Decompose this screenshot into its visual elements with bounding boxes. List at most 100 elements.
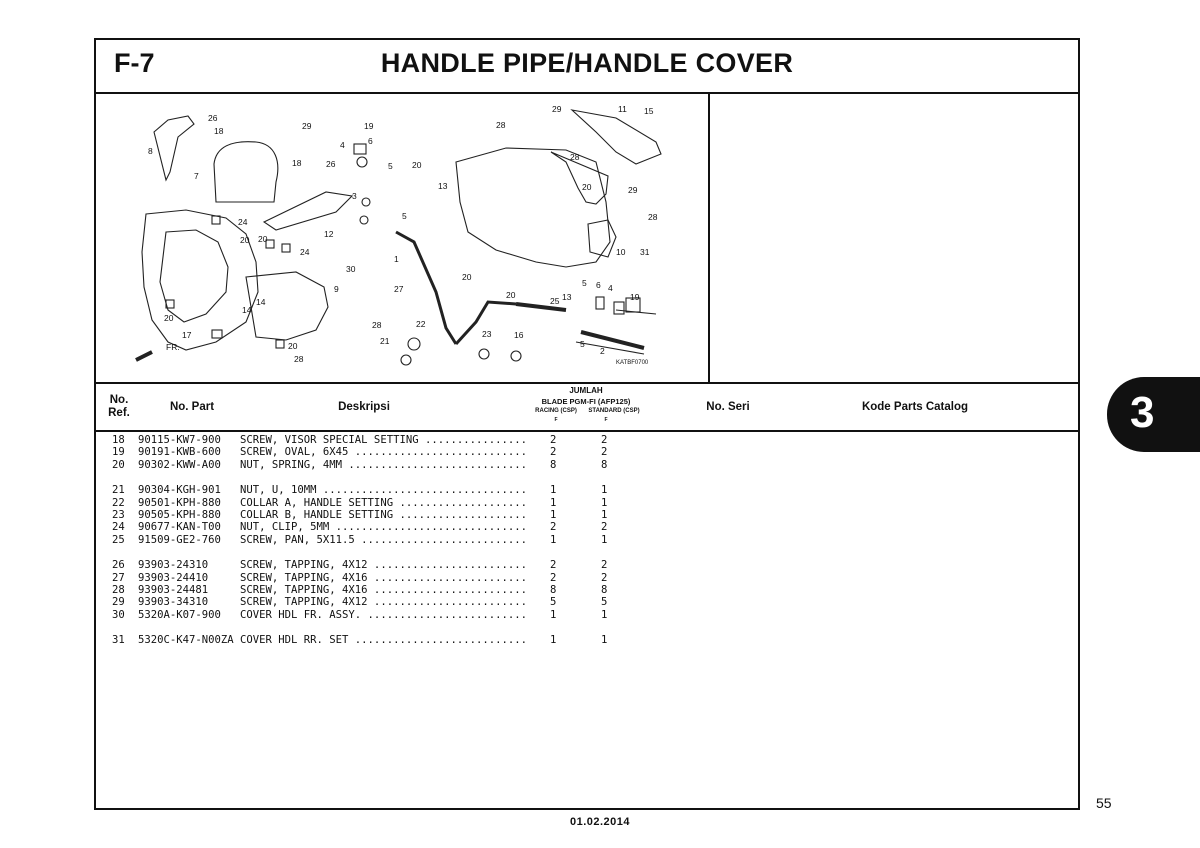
qty-racing: 1 — [550, 496, 557, 509]
part-description: SCREW, TAPPING, 4X12 ...................… — [240, 596, 528, 609]
part-description: NUT, CLIP, 5MM .........................… — [240, 521, 528, 534]
callout-label: 28 — [648, 212, 658, 222]
callout-label: 13 — [438, 181, 448, 191]
qty-racing: 1 — [550, 509, 557, 521]
part-description: COVER HDL FR. ASSY. ....................… — [240, 608, 528, 621]
callout-label: 31 — [640, 247, 650, 257]
callout-label: 20 — [258, 234, 268, 244]
callout-label: 28 — [294, 354, 304, 364]
part-ref: 25 — [112, 533, 125, 546]
qty-racing: 8 — [550, 584, 557, 596]
callout-label: 5 — [580, 339, 585, 349]
callout-label: 23 — [482, 329, 492, 339]
qty-standard: 8 — [601, 584, 608, 596]
callout-label: 27 — [394, 284, 404, 294]
diagram-code: KATBF0700 — [616, 360, 649, 366]
qty-racing: 5 — [550, 596, 557, 609]
callout-label: 29 — [302, 121, 312, 131]
part-description: SCREW, OVAL, 6X45 ......................… — [240, 446, 528, 459]
part-ref: 31 — [112, 634, 125, 647]
part-description: COVER HDL RR. SET ......................… — [240, 634, 528, 647]
qty-racing: 1 — [550, 533, 557, 546]
callout-label: 18 — [292, 158, 302, 168]
callout-label: 5 — [402, 211, 407, 221]
visor-screen-7 — [213, 141, 279, 203]
qty-standard: 1 — [601, 608, 608, 621]
qty-standard: 8 — [601, 458, 608, 471]
handle-pipe-1 — [395, 230, 458, 345]
callout-label: 5 — [388, 161, 393, 171]
callout-label: 20 — [240, 235, 250, 245]
qty-racing: 1 — [550, 634, 557, 647]
qty-racing: 1 — [550, 484, 557, 497]
header-f2: F — [604, 417, 608, 423]
visor-part-8 — [153, 115, 195, 182]
part-description: COLLAR A, HANDLE SETTING ...............… — [240, 496, 528, 509]
qty-standard: 1 — [601, 484, 608, 497]
part-ref: 19 — [112, 446, 125, 459]
callout-label: 29 — [628, 185, 638, 195]
part-description: SCREW, TAPPING, 4X16 ...................… — [240, 584, 528, 596]
callout-label: 20 — [164, 313, 174, 323]
part-ref: 30 — [112, 608, 125, 621]
header-no-part: No. Part — [169, 401, 215, 413]
publication-date: 01.02.2014 — [569, 816, 631, 828]
front-cover-inner — [159, 229, 229, 323]
part-number: 5320C-K47-N00ZA — [138, 634, 234, 647]
qty-standard: 1 — [601, 634, 608, 647]
header-standard: STANDARD (CSP) — [588, 408, 640, 414]
part-ref: 24 — [112, 521, 125, 534]
qty-standard: 5 — [601, 596, 608, 609]
part-number: 90304-KGH-901 — [138, 484, 221, 497]
header-no-seri: No. Seri — [706, 401, 750, 413]
qty-standard: 2 — [601, 521, 608, 534]
callout-label: 20 — [462, 272, 472, 282]
callout-label: 9 — [334, 284, 339, 294]
meter-visor-11 — [570, 109, 662, 165]
part-number: 90677-KAN-T00 — [138, 521, 221, 534]
callout-label: 14 — [242, 305, 252, 315]
qty-standard: 2 — [601, 559, 608, 572]
qty-standard: 2 — [601, 571, 608, 584]
cover-wing-14 — [245, 271, 329, 341]
callout-label: 8 — [148, 146, 153, 156]
header-no-ref: No. Ref. — [108, 394, 130, 419]
part-number: 93903-24310 — [138, 559, 209, 572]
part-description: SCREW, TAPPING, 4X16 ...................… — [240, 571, 528, 584]
part-ref: 21 — [112, 484, 125, 497]
part-number: 93903-24410 — [138, 571, 209, 584]
part-ref: 18 — [112, 434, 125, 446]
part-ref: 20 — [112, 458, 125, 471]
callout-label: 28 — [570, 152, 580, 162]
callout-label: 6 — [596, 280, 601, 290]
callout-label: 28 — [372, 320, 382, 330]
header-kode-parts: Kode Parts Catalog — [861, 401, 969, 413]
qty-standard: 1 — [601, 496, 608, 509]
part-number: 93903-34310 — [138, 596, 209, 609]
qty-standard: 2 — [601, 434, 608, 446]
part-description: NUT, U, 10MM ...........................… — [240, 484, 528, 497]
callout-label: 7 — [194, 171, 199, 181]
callout-label: 20 — [288, 341, 298, 351]
callout-label: 4 — [340, 140, 345, 150]
part-number: 90501-KPH-880 — [138, 496, 221, 509]
callout-label: 10 — [616, 247, 626, 257]
qty-racing: 2 — [550, 434, 557, 446]
parts-table-header: No. Ref. No. Part Deskripsi JUMLAH BLADE… — [96, 382, 1078, 432]
front-arrow-icon — [135, 350, 153, 362]
header-racing: RACING (CSP) — [535, 408, 577, 414]
qty-racing: 2 — [550, 571, 557, 584]
callout-label: 19 — [630, 292, 640, 302]
header-model: BLADE PGM-FI (AFP125) — [541, 397, 631, 406]
part-ref: 29 — [112, 596, 125, 609]
part-number: 93903-24481 — [138, 584, 209, 596]
callout-label: 14 — [256, 297, 266, 307]
part-number: 91509-GE2-760 — [138, 533, 221, 546]
callout-label: 20 — [582, 182, 592, 192]
part-number: 90191-KWB-600 — [138, 446, 221, 459]
callout-label: 24 — [238, 217, 248, 227]
part-ref: 26 — [112, 559, 125, 572]
part-number: 5320A-K07-900 — [138, 608, 221, 621]
